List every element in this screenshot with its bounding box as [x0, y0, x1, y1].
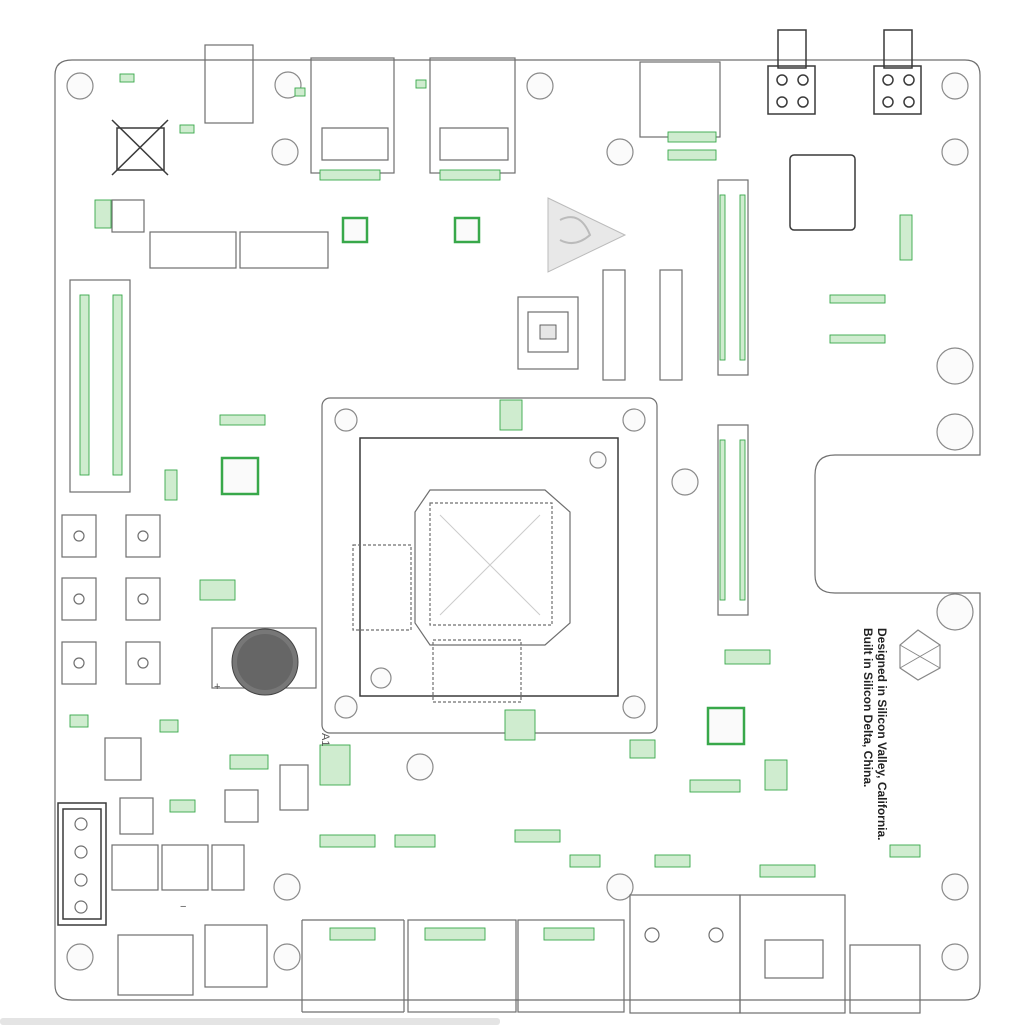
left-vertical-connector: [69, 279, 131, 493]
tactile-buttons: [61, 514, 161, 685]
coin-cell-battery: [211, 627, 317, 696]
polarity-minus: −: [180, 901, 186, 913]
polarity-plus: +: [214, 681, 220, 693]
board-text-line-1: Designed in Silicon Valley, California.: [875, 628, 889, 841]
geometric-mark-icon: [899, 629, 941, 681]
b2b-connectors: [602, 179, 749, 616]
pyramid-logo-icon: [547, 197, 627, 273]
crossed-out-box-icon: [111, 119, 169, 176]
power-components: [104, 737, 309, 891]
top-connectors: [204, 29, 922, 174]
passive-components: [69, 73, 921, 878]
mounting-holes: [66, 71, 974, 971]
power-connector: [57, 802, 107, 926]
board-outline: [54, 59, 981, 1001]
qfn-chips: [220, 154, 856, 746]
small-bga: [517, 296, 579, 370]
board-text-line-2: Built in Silicon Delta, China.: [861, 628, 875, 787]
horizontal-scrollbar[interactable]: [0, 1018, 500, 1025]
small-headers: [111, 199, 329, 269]
designator-a1: A1: [319, 733, 331, 746]
bottom-io-connectors: [117, 894, 921, 1014]
main-module-area: [321, 397, 658, 734]
